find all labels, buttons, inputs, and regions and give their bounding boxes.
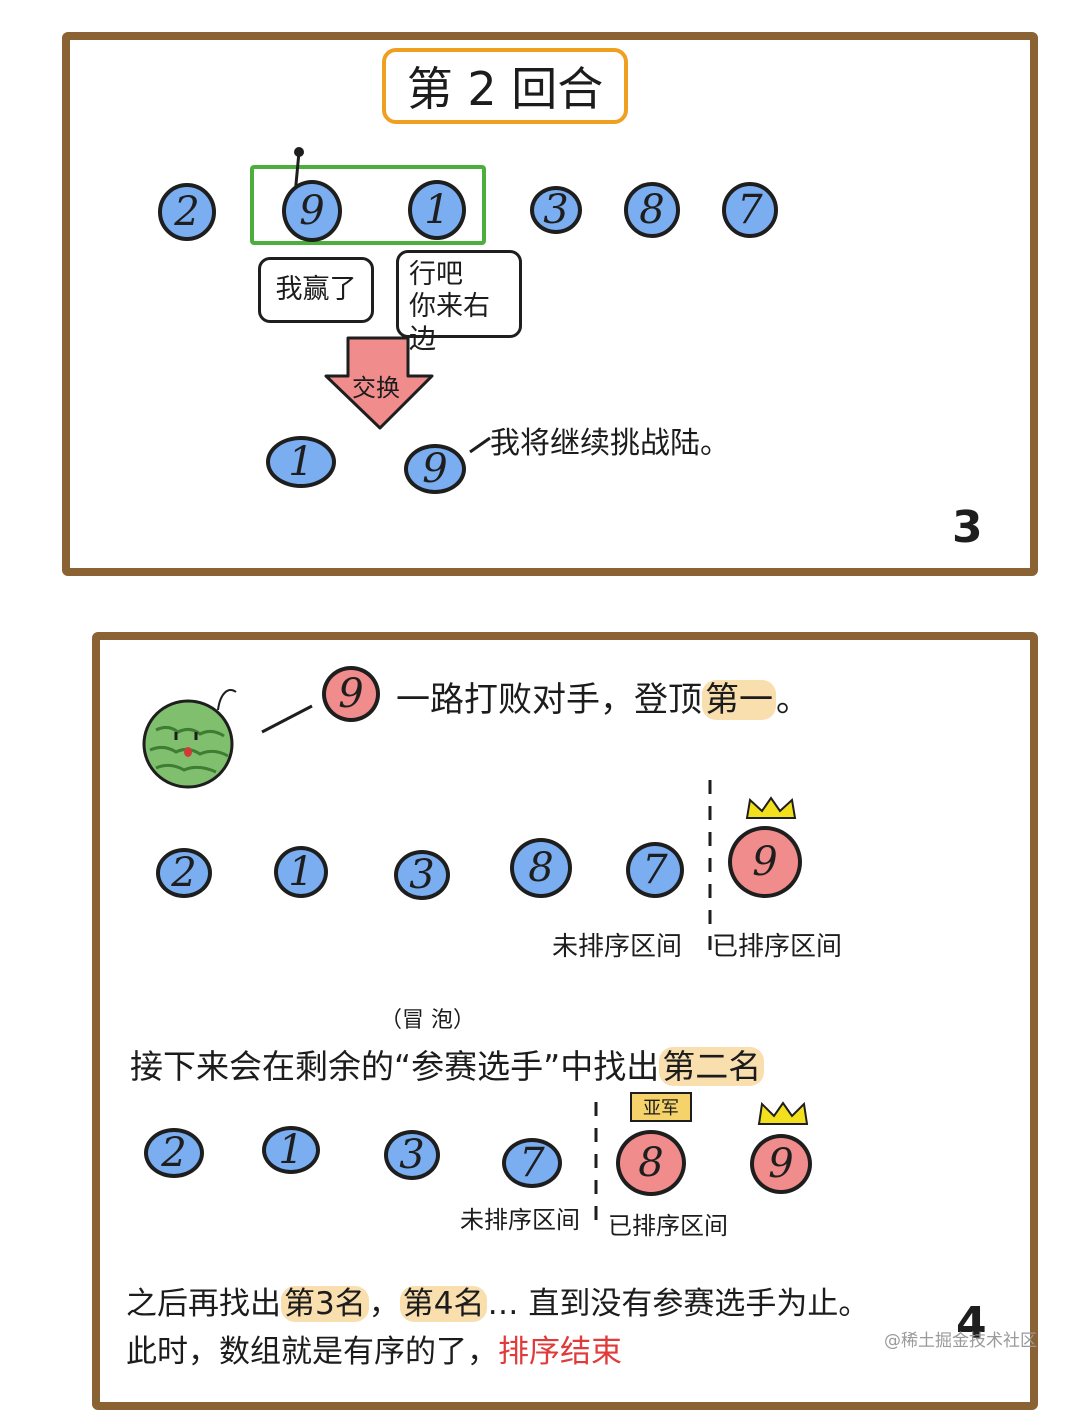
p3-number-9: 9 (282, 180, 342, 242)
conclusion-1-sep: ， (368, 1286, 400, 1322)
panel-after-round (92, 632, 1038, 1410)
p3-number-2: 2 (158, 183, 216, 241)
conclusion-line-1: 之后再找出第3名，第4名… 直到没有参赛选手为止。 (126, 1278, 869, 1323)
result-note: 我将继续挑战陆。 (490, 426, 730, 461)
p4r1-number-2: 2 (156, 848, 212, 898)
p4r1-number-1: 1 (274, 846, 328, 898)
p4r1-number-3: 3 (394, 850, 450, 900)
conclusion-line-2: 此时，数组就是有序的了，排序结束 (126, 1326, 622, 1371)
silver-badge: 亚军 (630, 1092, 692, 1122)
next-round-line: 接下来会在剩余的“参赛选手”中找出第二名 (130, 1040, 765, 1088)
compare-box (250, 165, 486, 245)
swap-arrow-label: 交换 (352, 374, 400, 402)
p4r2-number-7: 7 (502, 1138, 562, 1188)
round-title: 第 2 回合 (406, 62, 604, 116)
panel-round-2 (62, 32, 1038, 576)
p3-result-1: 1 (266, 436, 336, 488)
label-sorted-1: 已排序区间 (712, 932, 843, 962)
conclusion-1-post: … 直到没有参赛选手为止。 (487, 1286, 870, 1322)
p3-number-3: 3 (530, 186, 582, 234)
page-number-4: 4 (956, 1298, 987, 1349)
champion-line-highlight: 第一 (702, 680, 776, 720)
next-round-text: 接下来会在剩余的“参赛选手”中找出 (130, 1047, 660, 1086)
page-number-3: 3 (952, 502, 983, 553)
sort-end-text: 排序结束 (498, 1334, 622, 1370)
note-connector (469, 436, 491, 454)
bubble-note: （冒 泡） (380, 1008, 475, 1033)
label-unsorted-1: 未排序区间 (552, 932, 683, 962)
p4r1-number-8: 8 (510, 838, 572, 898)
p3-number-8: 8 (624, 182, 680, 238)
p4r2-number-3: 3 (384, 1130, 440, 1180)
label-unsorted-2: 未排序区间 (460, 1206, 580, 1234)
speech-bubble-reply-line1: 行吧 (409, 259, 463, 290)
conclusion-2-pre: 此时，数组就是有序的了， (126, 1334, 498, 1370)
conclusion-1-pre: 之后再找出 (126, 1286, 281, 1322)
p4r2-number-2: 2 (144, 1128, 204, 1178)
champion-line-end: 。 (776, 680, 810, 720)
conclusion-1-hl2: 第4名 (399, 1286, 488, 1322)
p3-result-9: 9 (404, 444, 466, 494)
p4-champion-9: 9 (322, 666, 380, 722)
p3-number-7: 7 (722, 182, 778, 238)
watermelon-mascot-icon (142, 689, 237, 789)
round-title-box: 第 2 回合 (382, 48, 628, 124)
speech-bubble-reply: 行吧 你来右边 (396, 250, 522, 355)
speech-bubble-win: 我赢了 (258, 257, 374, 323)
label-sorted-2: 已排序区间 (608, 1212, 728, 1240)
conclusion-1-hl1: 第3名 (281, 1286, 369, 1322)
silver-badge-label: 亚军 (643, 1098, 679, 1119)
watermark: @稀土掘金技术社区 (884, 1331, 1037, 1351)
p4r2-silver-8: 8 (616, 1130, 686, 1196)
p4r1-champion-9: 9 (728, 826, 802, 898)
crown-icon (757, 1101, 809, 1125)
p4r1-number-7: 7 (626, 842, 684, 898)
swap-arrow (324, 336, 434, 430)
mascot-connector (261, 704, 313, 734)
next-round-highlight: 第二名 (659, 1047, 765, 1086)
sorted-divider-1 (708, 780, 712, 954)
speech-bubble-reply-line2: 你来右边 (409, 291, 490, 355)
sorted-divider-2 (594, 1102, 598, 1222)
champion-line: 一路打败对手，登顶第一。 (396, 672, 810, 721)
p4r2-champion-9: 9 (750, 1134, 812, 1194)
crown-icon (745, 796, 797, 819)
speech-bubble-win-text: 我赢了 (275, 273, 357, 305)
p4r2-number-1: 1 (262, 1126, 320, 1174)
p3-number-1: 1 (408, 180, 466, 240)
champion-line-text: 一路打败对手，登顶 (396, 680, 702, 720)
